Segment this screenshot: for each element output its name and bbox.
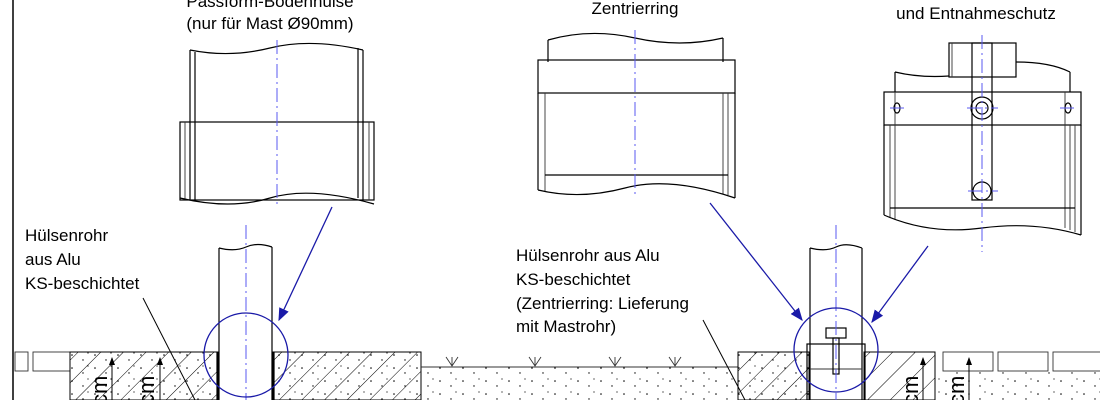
left-title-line2: (nur für Mast Ø90mm) xyxy=(186,14,353,33)
pipe-center xyxy=(806,225,866,400)
detail-arrow xyxy=(871,245,929,324)
zentrierring-detail xyxy=(537,30,736,199)
dim-label: cm xyxy=(87,376,112,400)
pipe-left xyxy=(216,225,275,400)
detail-arrow xyxy=(278,206,333,322)
center-title: Zentrierring xyxy=(592,0,679,18)
dim-label: cm xyxy=(134,376,159,400)
left-title-line1: Passform-Bodenhülse xyxy=(186,0,353,11)
center-note-line: KS-beschichtet xyxy=(516,270,631,289)
leader-line xyxy=(142,297,196,400)
center-note-line: (Zentrierring: Lieferung xyxy=(516,294,689,313)
center-note-line: mit Mastrohr) xyxy=(516,317,616,336)
left-note-line: KS-beschichtet xyxy=(25,274,140,293)
dim-label: cm xyxy=(898,376,923,400)
leader-line xyxy=(702,319,746,400)
left-note-line: aus Alu xyxy=(25,250,81,269)
bodenhuelse-detail xyxy=(179,40,375,205)
dim-label: cm xyxy=(944,376,969,400)
gravel-surface xyxy=(421,356,738,400)
center-note-line: Hülsenrohr aus Alu xyxy=(516,246,660,265)
slab-left xyxy=(14,351,422,400)
entnahmeschutz-detail xyxy=(883,35,1082,252)
right-title: und Entnahmeschutz xyxy=(896,4,1056,23)
left-note-line: Hülsenrohr xyxy=(25,226,108,245)
detail-arrow xyxy=(709,202,803,322)
detail-circle-center xyxy=(793,307,879,393)
detail-circle-left xyxy=(203,312,289,398)
